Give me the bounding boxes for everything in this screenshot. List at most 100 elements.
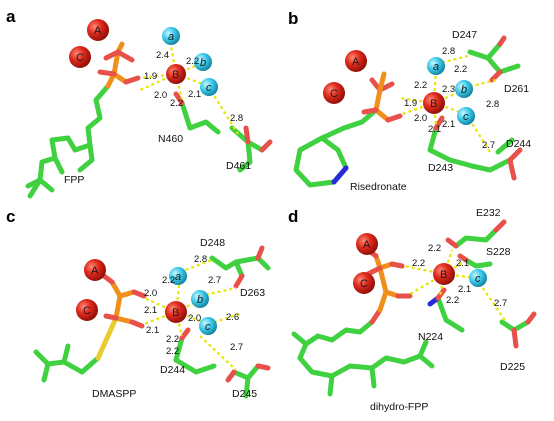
- distance-label: 2.2: [454, 64, 467, 75]
- ions-d: A C B: [353, 233, 455, 294]
- residue-label-e232: E232: [476, 207, 501, 219]
- distance-label: 2.8: [442, 46, 455, 57]
- distance-label: 2.2: [412, 258, 425, 269]
- ion-label: A: [352, 56, 360, 68]
- residue-sticks-d: [427, 219, 537, 349]
- mg-ion-c: [353, 272, 375, 294]
- residue-sticks-a: [173, 91, 273, 173]
- ion-label: A: [363, 239, 371, 251]
- residue-sticks-b: [427, 35, 523, 181]
- waters-c: a b c: [169, 267, 217, 335]
- waters-a: a b c: [162, 27, 218, 96]
- water-c: [469, 269, 487, 287]
- distance-label: 2.1: [456, 258, 469, 269]
- distance-label: 1.9: [144, 71, 157, 82]
- distance-label: 2.2: [166, 334, 179, 345]
- water-label: c: [205, 321, 211, 333]
- distance-label: 2.8: [230, 113, 243, 124]
- distance-label: 2.2: [162, 275, 175, 286]
- distance-label: 2.7: [494, 298, 507, 309]
- residue-label-d247: D247: [452, 29, 477, 41]
- ions-b: A C B: [323, 50, 445, 114]
- distance-label: 2.2: [428, 243, 441, 254]
- distance-label: 2.0: [414, 113, 427, 124]
- distance-label: 2.0: [154, 90, 167, 101]
- water-c: [200, 78, 218, 96]
- distance-label: 2.3: [442, 84, 455, 95]
- ion-label: B: [430, 98, 437, 110]
- distance-label: 2.6: [226, 312, 239, 323]
- panel-letter-b: b: [288, 9, 298, 28]
- mg-ion-a: [87, 19, 109, 41]
- distance-label: 2.2: [166, 346, 179, 357]
- distance-label: 2.7: [482, 140, 495, 151]
- water-c: [199, 317, 217, 335]
- distance-label: 2.4: [156, 50, 169, 61]
- ion-label: C: [330, 88, 338, 100]
- distance-label: 2.1: [458, 284, 471, 295]
- panel-letter-a: a: [6, 7, 16, 26]
- dmaspp-ligand: [33, 273, 147, 383]
- distance-label: 2.8: [194, 254, 207, 265]
- residue-label-d244: D244: [160, 364, 185, 376]
- distances-b: 2.8 2.2 2.3 2.2 2.8 1.9 2.0 2.1 2.1 2.7: [404, 46, 499, 151]
- ion-label: B: [172, 307, 179, 319]
- water-label: c: [463, 111, 469, 123]
- residue-label-d261: D261: [504, 83, 529, 95]
- water-label: a: [168, 31, 174, 43]
- risedronate-ligand: [293, 71, 403, 188]
- distance-label: 2.0: [188, 313, 201, 324]
- water-label: a: [433, 61, 439, 73]
- ion-label: C: [76, 52, 84, 64]
- water-label: b: [200, 57, 206, 69]
- ion-label: B: [172, 69, 179, 81]
- residue-label-d248: D248: [200, 237, 225, 249]
- ion-label: A: [94, 25, 102, 37]
- panel-d: d: [288, 207, 537, 413]
- panel-c: c: [6, 207, 271, 400]
- residue-label-d225: D225: [500, 361, 525, 373]
- mg-ion-c: [69, 46, 91, 68]
- residue-label-n224: N224: [418, 331, 443, 343]
- water-b: [191, 290, 209, 308]
- panel-b: b: [288, 9, 531, 193]
- mg-ion-a: [345, 50, 367, 72]
- ions-c: A C B: [76, 259, 187, 323]
- water-label: b: [197, 294, 203, 306]
- distances-c: 2.8 2.2 2.7 2.0 2.1 2.0 2.1 2.2 2.2 2.6 …: [144, 254, 243, 357]
- distance-label: 2.7: [208, 275, 221, 286]
- distance-label: 2.0: [144, 288, 157, 299]
- water-label: c: [206, 82, 212, 94]
- distance-label: 2.2: [414, 80, 427, 91]
- mg-ion-c: [323, 82, 345, 104]
- distance-label: 2.1: [146, 325, 159, 336]
- distance-label: 2.1: [144, 305, 157, 316]
- mg-ion-b: [166, 64, 186, 84]
- distance-label: 2.2: [170, 98, 183, 109]
- residue-sticks-c: [173, 245, 271, 399]
- mg-ion-b: [433, 263, 455, 285]
- distance-label: 2.2: [446, 295, 459, 306]
- water-a: [427, 57, 445, 75]
- water-a: [169, 267, 187, 285]
- water-c: [457, 107, 475, 125]
- distance-label: 2.2: [186, 56, 199, 67]
- distance-label: 2.1: [442, 119, 455, 130]
- ligand-label-risedronate: Risedronate: [350, 181, 407, 193]
- residue-label-n460: N460: [158, 133, 183, 145]
- mg-ion-b: [165, 301, 187, 323]
- water-b: [194, 53, 212, 71]
- water-a: [162, 27, 180, 45]
- water-label: b: [461, 84, 467, 96]
- distance-label: 2.7: [230, 342, 243, 353]
- distance-label: 2.8: [486, 99, 499, 110]
- ion-label: C: [360, 278, 368, 290]
- ion-label: B: [440, 269, 447, 281]
- ligand-label-dihydro-fpp: dihydro-FPP: [370, 401, 428, 413]
- ion-label: C: [83, 305, 91, 317]
- water-label: c: [475, 273, 481, 285]
- mg-ion-b: [423, 92, 445, 114]
- panel-letter-d: d: [288, 207, 298, 226]
- dihydro-fpp-ligand: [291, 247, 435, 397]
